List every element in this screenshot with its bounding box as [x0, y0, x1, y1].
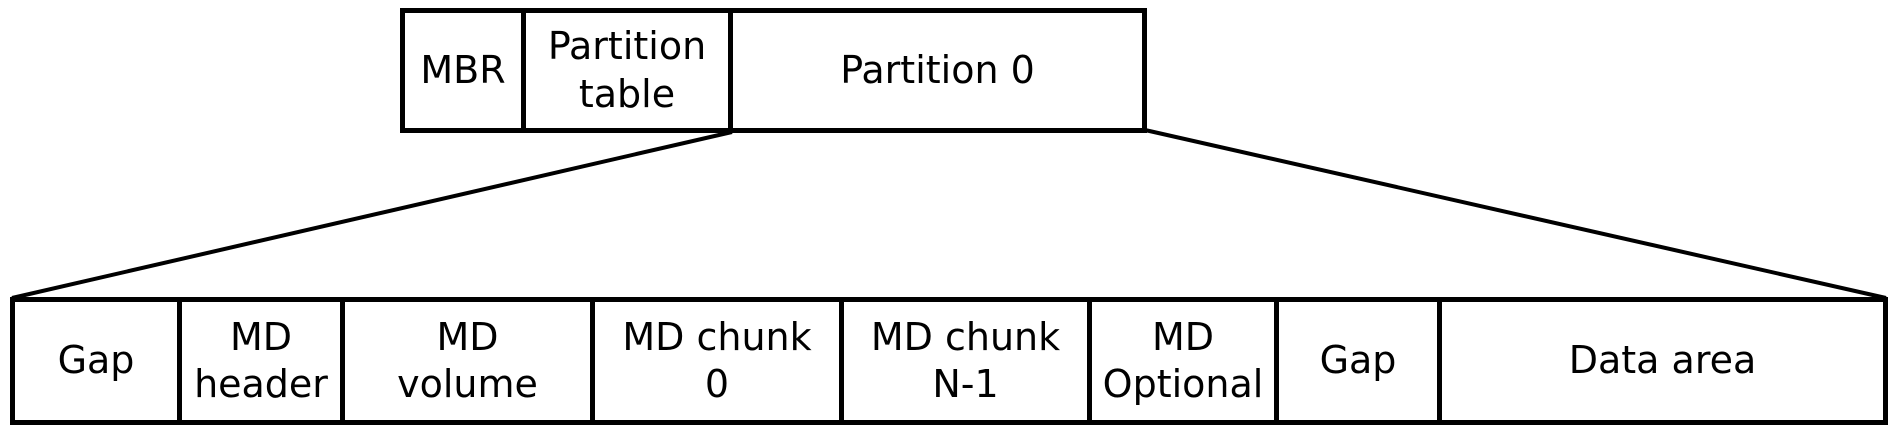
left-expansion-line	[11, 130, 733, 300]
cell-label: MD header	[194, 314, 328, 406]
partition-cell-md-chunk-n-1: MD chunk N-1	[844, 302, 1092, 420]
disk-cell-partition-table: Partition table	[526, 13, 733, 128]
partition-cell-md-volume: MD volume	[345, 302, 595, 420]
disk-row: MBR Partition table Partition 0	[400, 8, 1147, 133]
cell-label: MBR	[420, 47, 506, 92]
cell-label: MD chunk N-1	[870, 314, 1061, 406]
cell-label: Gap	[1319, 338, 1397, 383]
cell-label: MD chunk 0	[622, 314, 812, 406]
cell-label: Partition table	[547, 24, 707, 116]
cell-label: Partition 0	[840, 47, 1035, 92]
partition-cell-gap-1: Gap	[15, 302, 182, 420]
disk-cell-partition-0: Partition 0	[733, 13, 1142, 128]
right-expansion-line	[1144, 128, 1887, 300]
partition-cell-gap-2: Gap	[1279, 302, 1442, 420]
cell-label: MD Optional	[1102, 314, 1264, 406]
partition-cell-md-chunk-0: MD chunk 0	[595, 302, 844, 420]
partition-cell-md-optional: MD Optional	[1092, 302, 1279, 420]
cell-label: Data area	[1568, 338, 1757, 383]
cell-label: Gap	[57, 338, 135, 383]
disk-cell-mbr: MBR	[405, 13, 526, 128]
partition-row: Gap MD header MD volume MD chunk 0 MD ch…	[10, 297, 1888, 425]
partition-cell-md-header: MD header	[182, 302, 345, 420]
partition-cell-data-area: Data area	[1442, 302, 1883, 420]
cell-label: MD volume	[397, 314, 538, 406]
